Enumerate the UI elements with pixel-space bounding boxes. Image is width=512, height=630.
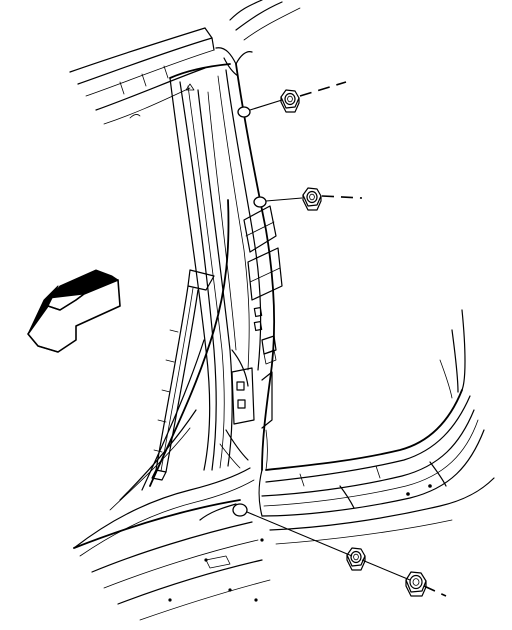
rocker-sill — [73, 499, 271, 621]
nut-lower-1 — [346, 547, 366, 571]
door-threshold — [258, 309, 495, 545]
nut-lower-2 — [405, 571, 427, 597]
nut-upper-1 — [280, 89, 300, 113]
body-lower-left — [73, 199, 255, 557]
hole-upper-2 — [253, 196, 267, 208]
nut-upper-2 — [302, 187, 322, 211]
front-direction-arrow-icon — [27, 269, 121, 353]
leader-lines — [246, 81, 447, 597]
b-pillar — [169, 47, 283, 471]
hole-upper-1 — [237, 106, 251, 118]
hole-lower — [232, 503, 248, 517]
mounting-holes — [232, 106, 267, 517]
roof-rail — [69, 0, 301, 125]
door-seal-strip — [151, 269, 215, 481]
